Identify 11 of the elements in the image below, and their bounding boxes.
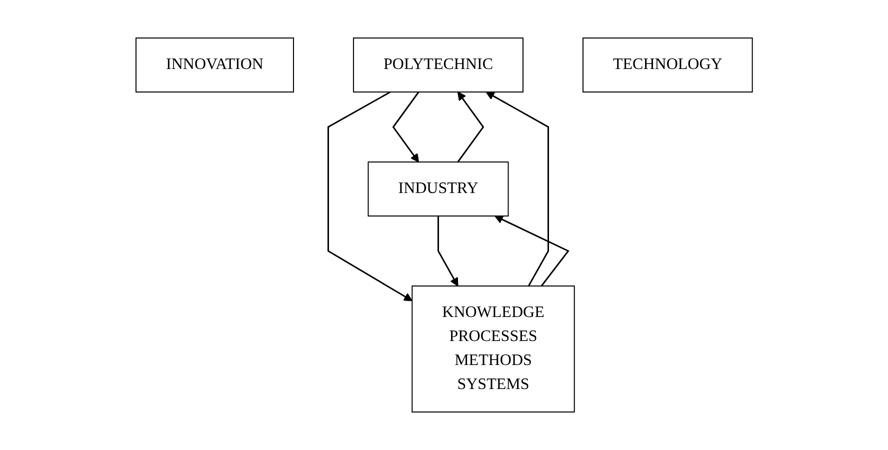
node-box: POLYTECHNIC	[352, 38, 524, 92]
arrow	[457, 92, 484, 162]
arrow	[327, 91, 412, 302]
node-box: INDUSTRY	[368, 162, 509, 216]
arrow	[494, 215, 570, 286]
node-box: INNOVATION	[135, 38, 294, 92]
arrow	[392, 92, 420, 162]
arrow	[486, 92, 549, 286]
arrow	[437, 216, 458, 286]
node-box: TECHNOLOGY	[582, 38, 753, 92]
node-box: KNOWLEDGE PROCESSES METHODS SYSTEMS	[411, 286, 575, 412]
